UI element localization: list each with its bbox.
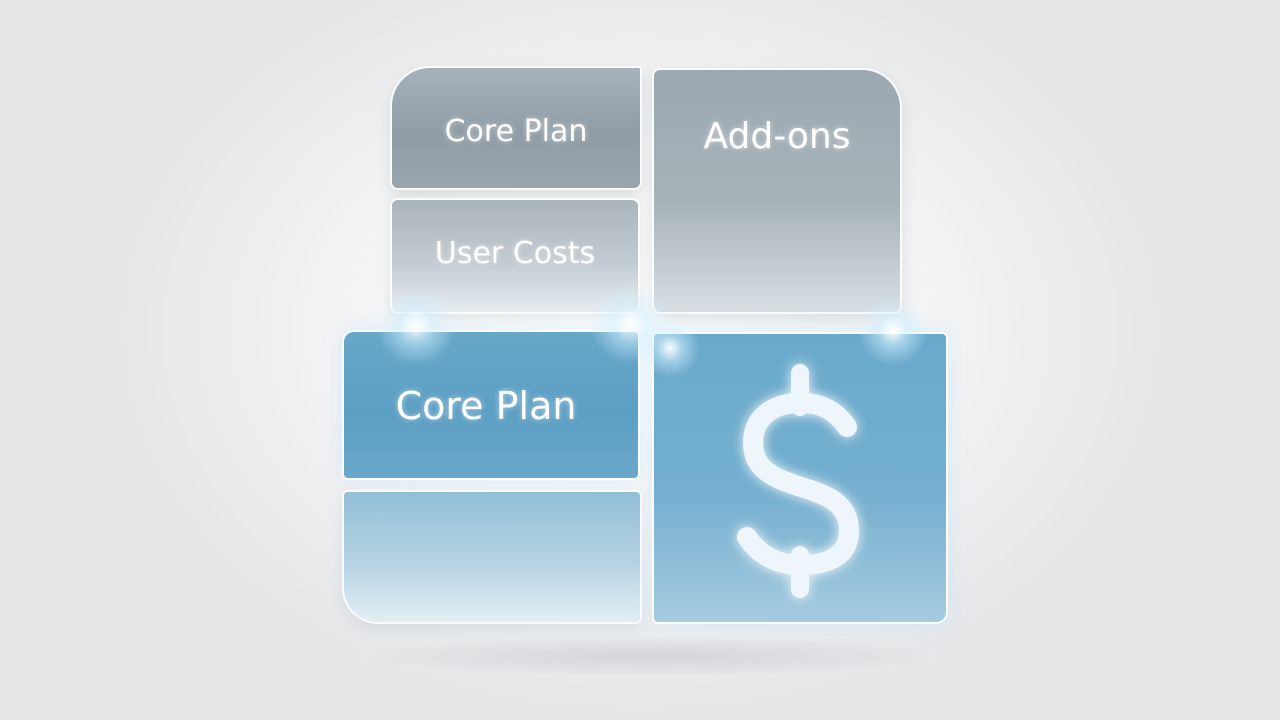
tile-dollar: $ — [654, 334, 946, 622]
dollar-sign-icon: $ — [737, 364, 860, 598]
tile-add-ons: Add-ons — [654, 70, 900, 312]
floor-shadow — [360, 636, 940, 676]
tile-user-costs: User Costs — [392, 200, 638, 312]
tile-add-ons-label: Add-ons — [703, 116, 851, 157]
tile-core-plan-top: Core Plan — [392, 68, 640, 188]
tile-core-plan-bottom: Core Plan — [344, 332, 638, 478]
tile-core-plan-bottom-label: Core Plan — [395, 384, 577, 428]
tile-blank — [344, 492, 640, 622]
tile-user-costs-label: User Costs — [434, 236, 596, 271]
tile-core-plan-top-label: Core Plan — [444, 114, 588, 149]
